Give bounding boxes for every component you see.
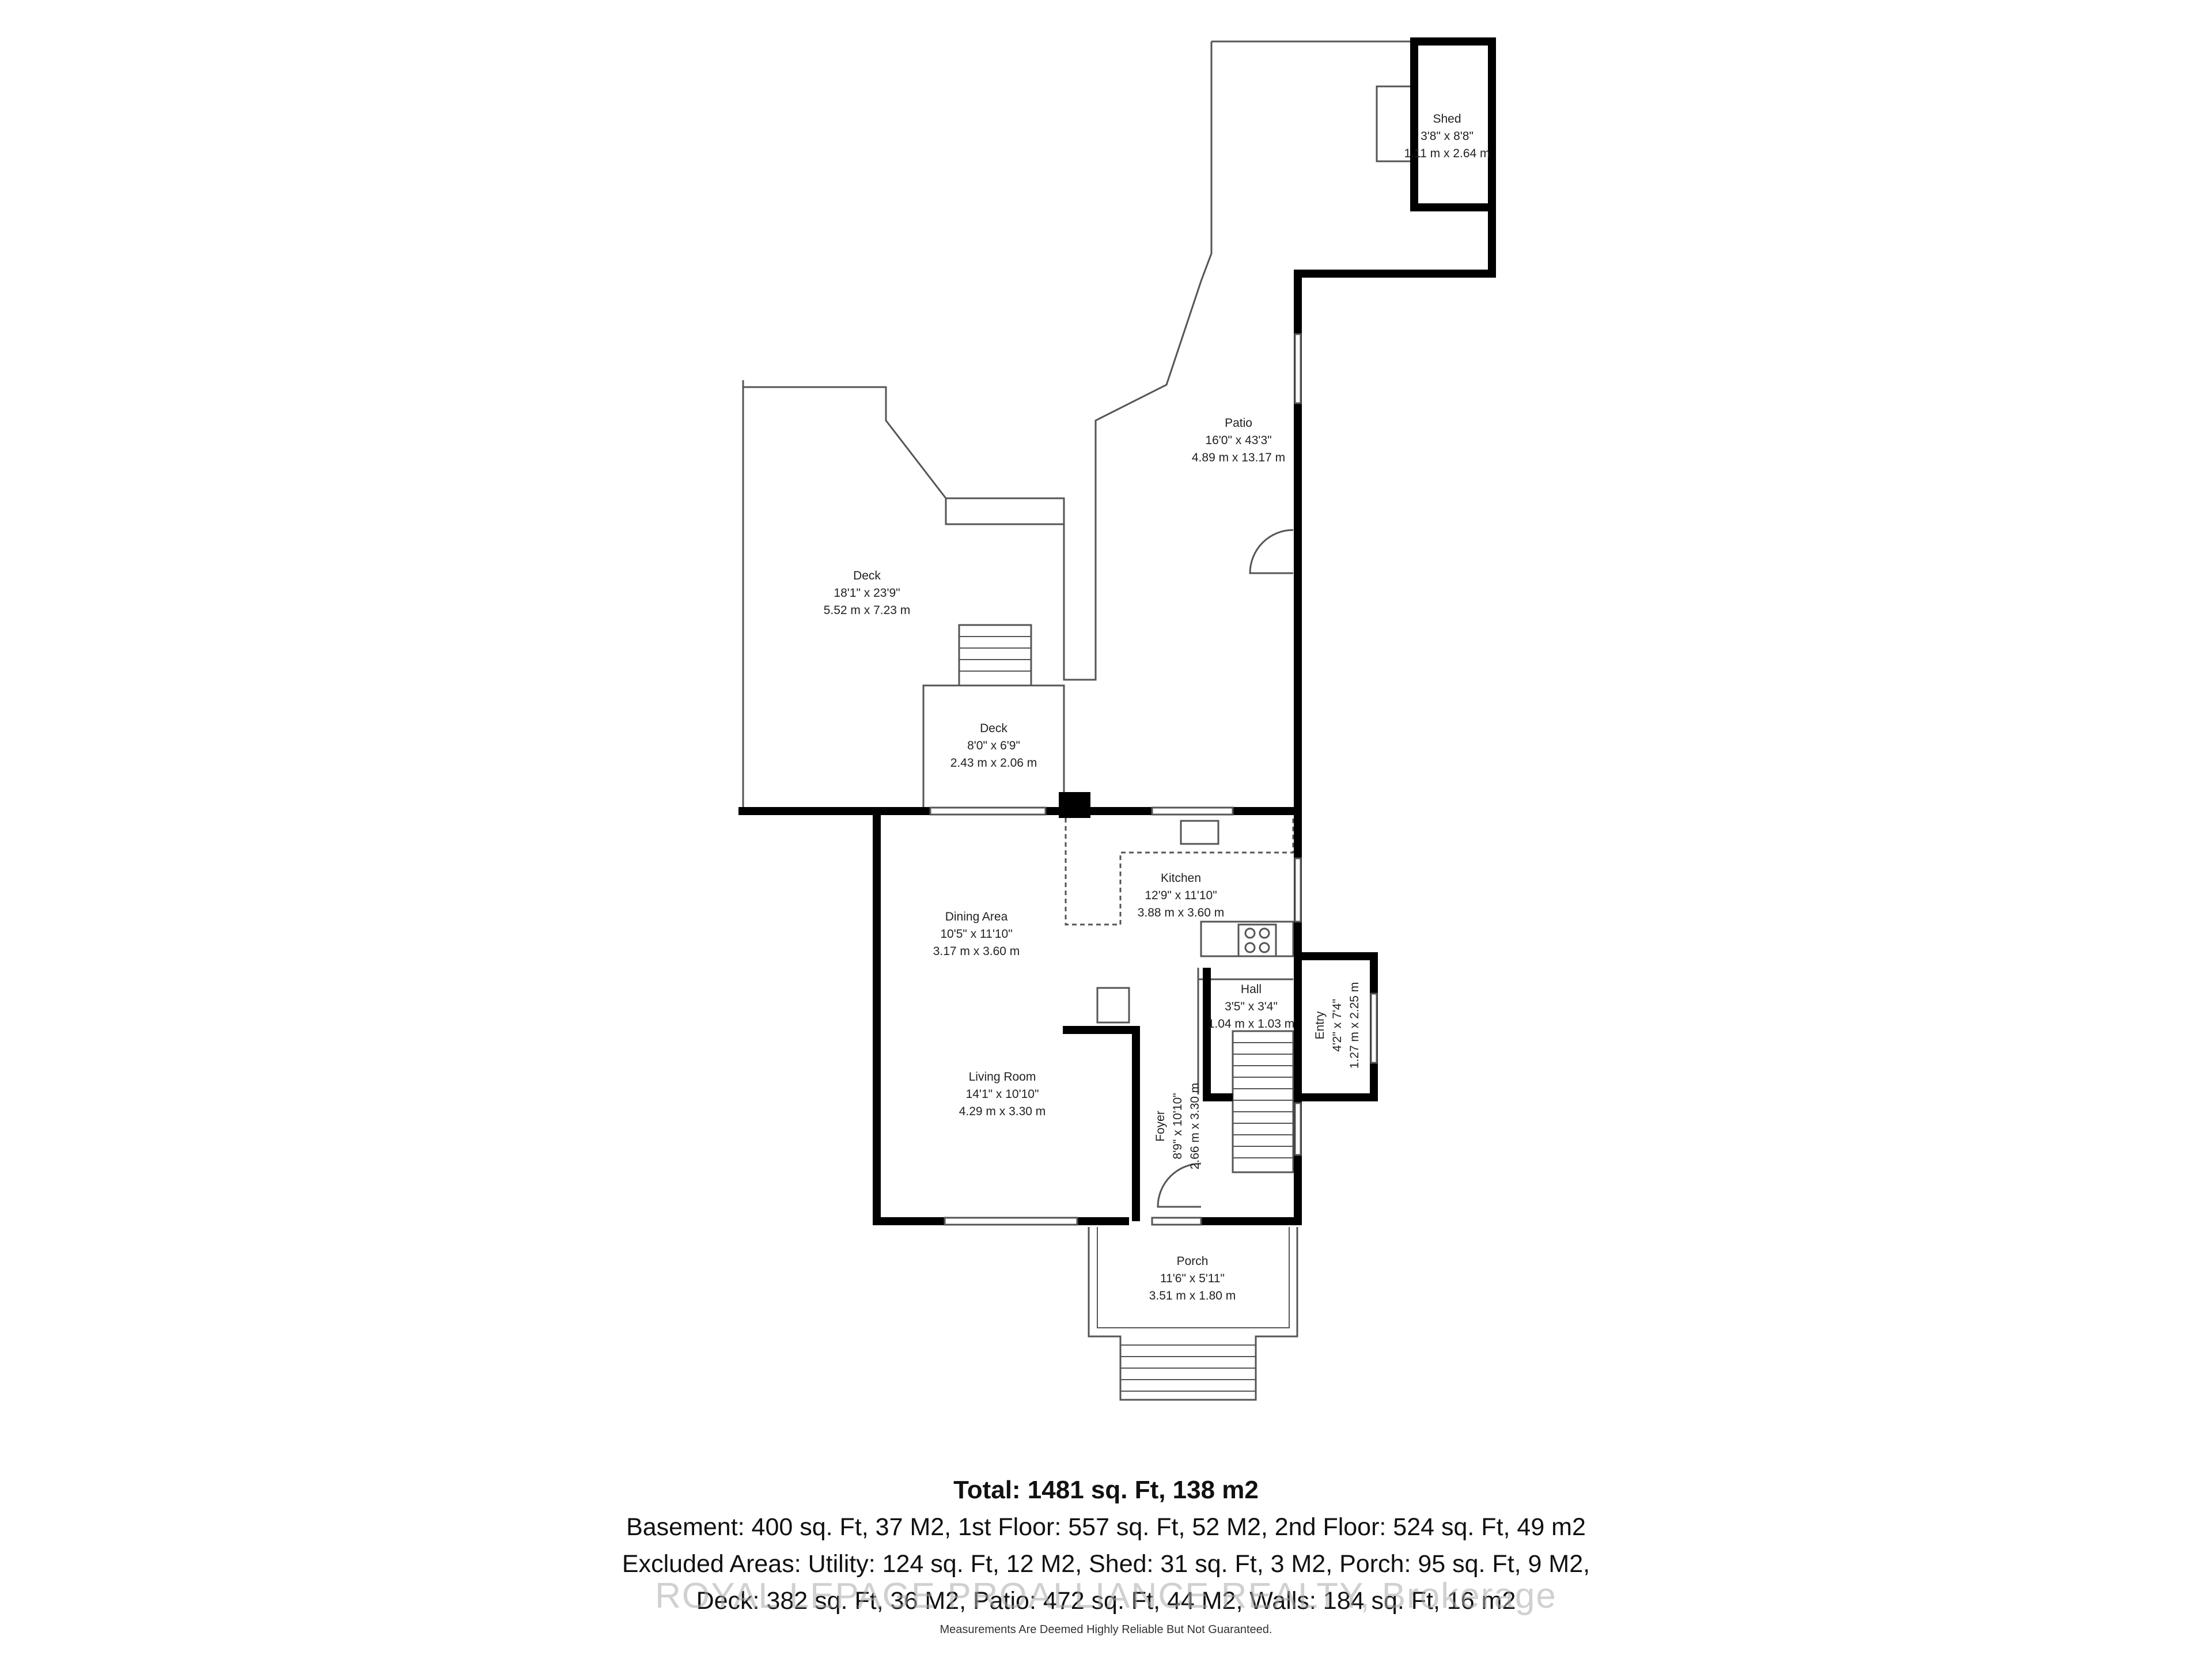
brokerage-watermark: ROYAL LEPAGE PROALLIANCE REALTY, Brokera… (655, 1576, 1557, 1616)
deck-small-outline (922, 684, 1065, 809)
window (1294, 1102, 1302, 1156)
door-swing-foyer (1157, 1162, 1202, 1208)
shed-door (1376, 85, 1414, 162)
total-area: Total: 1481 sq. Ft, 138 m2 (953, 1476, 1259, 1504)
interior-stairs (1232, 1030, 1294, 1173)
exterior-wall-west (873, 811, 1129, 1225)
window (929, 806, 1047, 816)
window (1294, 857, 1302, 923)
interior-wall-foyer (1203, 968, 1233, 1101)
deck-stairs (958, 624, 1032, 685)
interior-wall-living (1063, 1026, 1140, 1221)
excluded-areas-continued: Deck: 382 sq. Ft, 36 M2, Patio: 472 sq. … (696, 1587, 1516, 1615)
floor-areas: Basement: 400 sq. Ft, 37 M2, 1st Floor: … (626, 1513, 1586, 1541)
window (944, 1217, 1078, 1226)
excluded-areas: Excluded Areas: Utility: 124 sq. Ft, 12 … (622, 1550, 1590, 1578)
window (1151, 806, 1234, 816)
stove (1237, 923, 1277, 957)
kitchen-sink (1180, 820, 1219, 845)
door-swing-patio (1249, 529, 1294, 574)
porch-stairs (1120, 1344, 1256, 1392)
patio-outline (946, 41, 1213, 681)
window (1151, 1217, 1202, 1226)
area-summary: Total: 1481 sq. Ft, 138 m2 Basement: 400… (0, 1472, 2212, 1619)
porch-outline (1088, 1227, 1298, 1401)
window (1294, 333, 1302, 404)
patio-wall (1294, 207, 1496, 811)
kitchen-counter (1065, 817, 1294, 926)
exterior-wall-east (1201, 811, 1302, 1225)
window (1370, 993, 1378, 1064)
disclaimer: Measurements Are Deemed Highly Reliable … (940, 1623, 1272, 1636)
deck-large-top (743, 386, 1065, 680)
chimney (1059, 792, 1090, 818)
